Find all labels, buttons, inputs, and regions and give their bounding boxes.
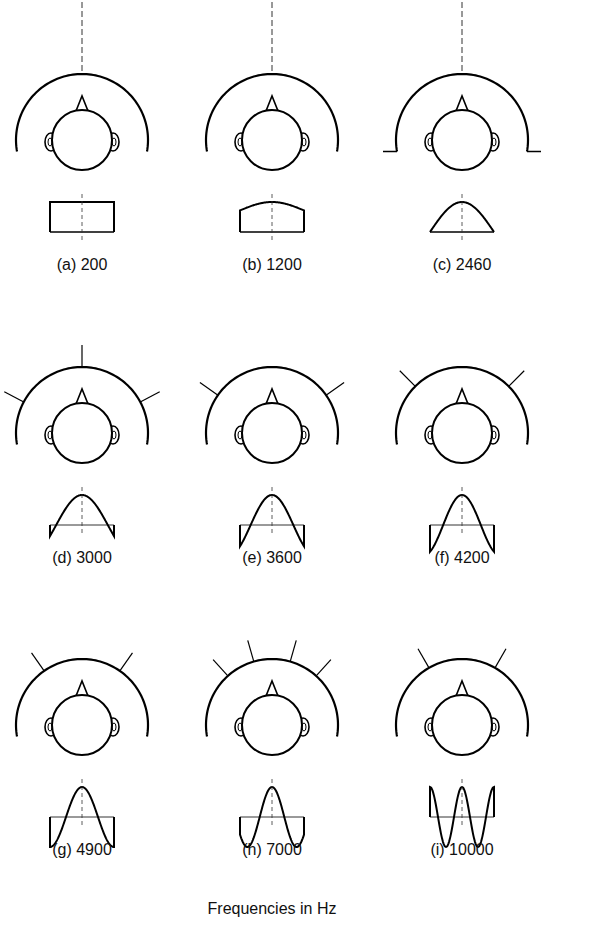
pattern-plot: [430, 194, 494, 242]
panel-label: (b) 1200: [242, 256, 302, 274]
axis-line: [462, 487, 463, 535]
nose: [456, 681, 468, 696]
axis-line: [82, 779, 83, 827]
panel-label: (i) 10000: [430, 841, 493, 859]
panel-label: (c) 2460: [433, 256, 492, 274]
pattern-plot: [240, 487, 304, 546]
axis-line: [272, 194, 273, 242]
axis-line: [462, 779, 463, 827]
pattern-plot: [240, 194, 304, 242]
nose: [266, 96, 278, 111]
nose: [456, 389, 468, 404]
null-tick: [290, 640, 296, 661]
axis-line: [82, 194, 83, 242]
null-tick: [248, 640, 254, 661]
null-tick: [418, 649, 429, 668]
pattern-plot: [50, 487, 114, 536]
null-tick: [120, 653, 133, 671]
axis-line: [82, 2, 83, 74]
null-tick: [509, 371, 525, 387]
null-tick: [326, 383, 344, 396]
pattern-plot: [240, 779, 304, 847]
null-tick: [213, 660, 228, 676]
panel-label: (f) 4200: [434, 549, 489, 567]
head: [242, 403, 302, 463]
axis-line: [82, 487, 83, 535]
panel: [396, 367, 528, 552]
pattern-plot: [50, 779, 114, 847]
nose: [76, 389, 88, 404]
head: [432, 695, 492, 755]
null-tick: [200, 383, 218, 396]
nose: [456, 96, 468, 111]
head: [432, 403, 492, 463]
panel: [16, 2, 148, 242]
head: [52, 695, 112, 755]
caption: Frequencies in Hz: [208, 900, 337, 918]
panel: [396, 649, 528, 847]
nose: [266, 681, 278, 696]
nose: [76, 681, 88, 696]
panel-label: (e) 3600: [242, 549, 302, 567]
panel: [200, 367, 344, 546]
axis-line: [272, 487, 273, 535]
null-tick: [316, 660, 331, 676]
null-tick: [81, 345, 82, 367]
head: [432, 110, 492, 170]
head: [52, 403, 112, 463]
head: [242, 695, 302, 755]
panel: [16, 653, 148, 847]
pattern-plot: [50, 194, 114, 242]
axis-line: [462, 2, 463, 74]
pattern-plot: [430, 487, 494, 552]
null-tick: [495, 649, 506, 668]
pattern-plot: [430, 779, 494, 847]
panel-label: (h) 7000: [242, 841, 302, 859]
nose: [266, 389, 278, 404]
axis-line: [272, 779, 273, 827]
axis-line: [272, 2, 273, 74]
null-tick: [400, 371, 416, 387]
head: [52, 110, 112, 170]
panel-label: (g) 4900: [52, 841, 112, 859]
panel-label: (a) 200: [57, 256, 108, 274]
nose: [76, 96, 88, 111]
axis-line: [462, 194, 463, 242]
head: [242, 110, 302, 170]
null-tick: [140, 392, 159, 402]
panel: [383, 2, 541, 242]
panel-label: (d) 3000: [52, 549, 112, 567]
panel: [206, 640, 338, 847]
null-tick: [32, 653, 45, 671]
panel: [4, 345, 159, 536]
null-tick: [4, 392, 23, 402]
panel: [206, 2, 338, 242]
